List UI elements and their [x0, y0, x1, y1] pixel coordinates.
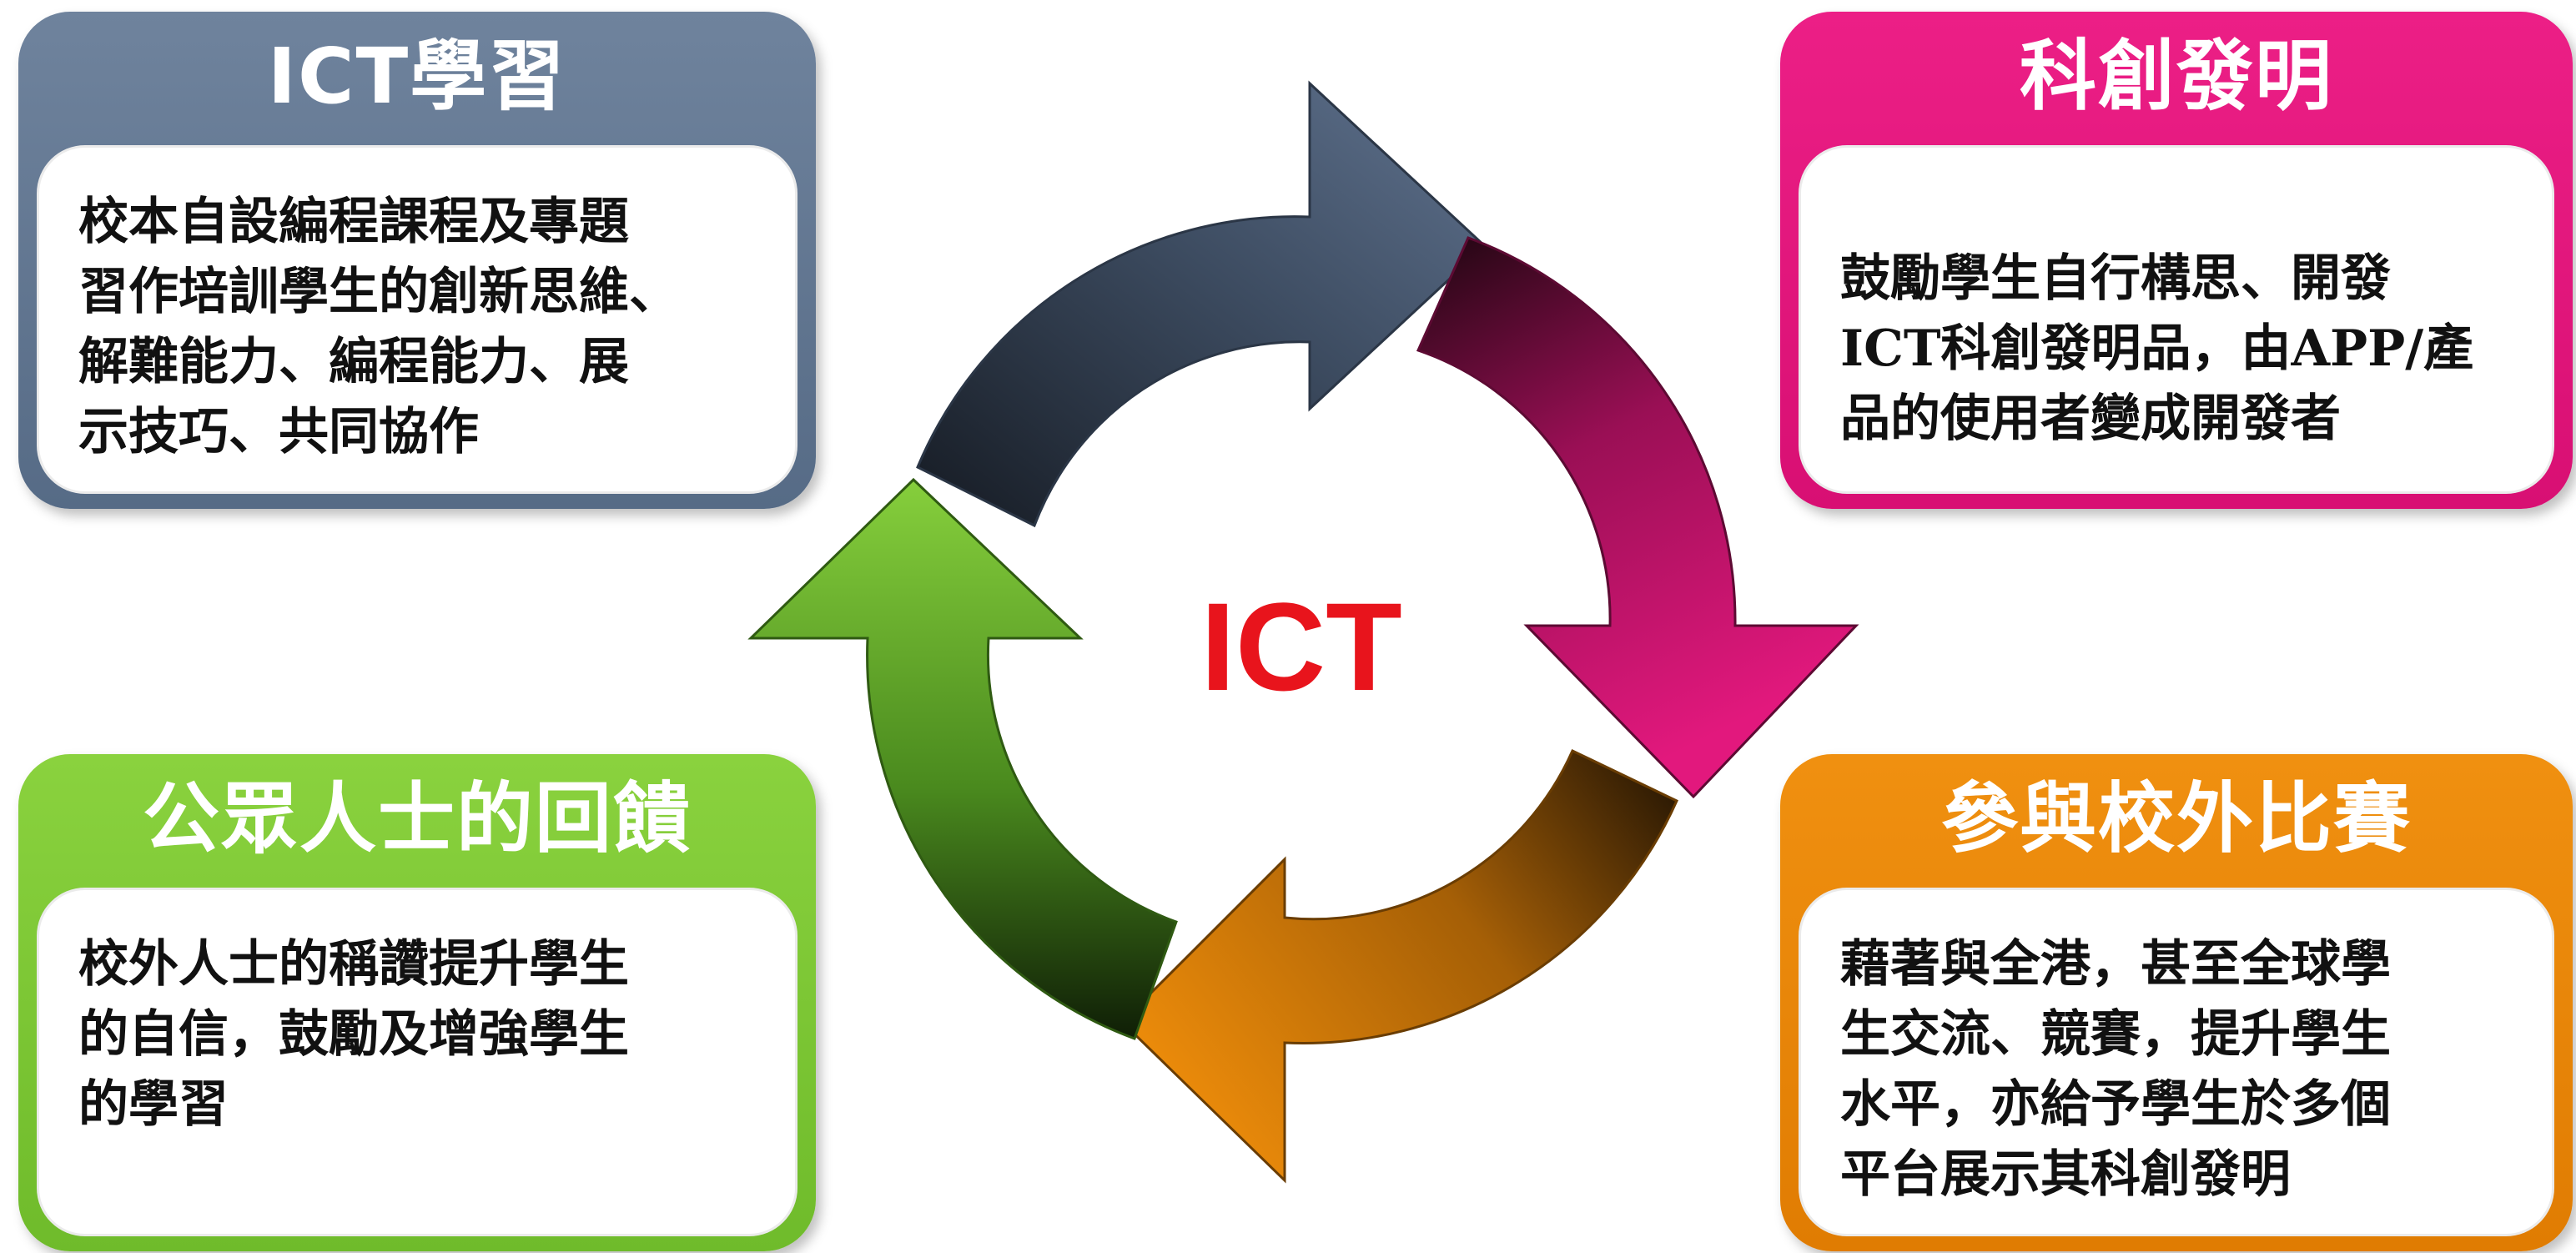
panel-body-box	[37, 888, 797, 1236]
panel-title: 公眾人士的回饋	[142, 774, 692, 863]
panel-body-text: 校本自設編程課程及專題 習作培訓學生的創新思維、 解難能力、編程能力、展 示技巧…	[78, 193, 679, 461]
arrow-learning-to-invention	[916, 80, 1487, 528]
panel-body-box	[1799, 145, 2554, 494]
arrow-competition-to-feedback	[1119, 748, 1678, 1184]
panel-ict-learning: ICT學習 校本自設編程課程及專題 習作培訓學生的創新思維、 解難能力、編程能力…	[18, 12, 816, 509]
center-label: ICT	[1200, 576, 1402, 717]
arrow-feedback-to-learning	[747, 477, 1178, 1040]
panel-body-text: 校外人士的稱讚提升學生 的自信，鼓勵及增強學生 的學習	[78, 935, 629, 1134]
panel-public-feedback: 公眾人士的回饋 校外人士的稱讚提升學生 的自信，鼓勵及增強學生 的學習	[18, 754, 816, 1251]
panel-competitions: 參與校外比賽 藉著與全港，甚至全球學 生交流、競賽，提升學生 水平，亦給予學生於…	[1780, 754, 2573, 1251]
panel-title: 科創發明	[2019, 32, 2333, 121]
panel-title: ICT學習	[267, 32, 567, 121]
panel-body-box	[37, 145, 797, 494]
panel-body-text: 鼓勵學生自行構思、開發 ICT科創發明品，由APP/產 品的使用者變成開發者	[1840, 249, 2474, 448]
panel-title: 參與校外比賽	[1940, 774, 2412, 863]
arrow-invention-to-competition	[1416, 236, 1859, 799]
panel-body-box	[1799, 888, 2554, 1236]
panel-invention: 科創發明 鼓勵學生自行構思、開發 ICT科創發明品，由APP/產 品的使用者變成…	[1780, 12, 2573, 509]
panel-body-text: 藉著與全港，甚至全球學 生交流、競賽，提升學生 水平，亦給予學生於多個 平台展示…	[1840, 935, 2391, 1204]
